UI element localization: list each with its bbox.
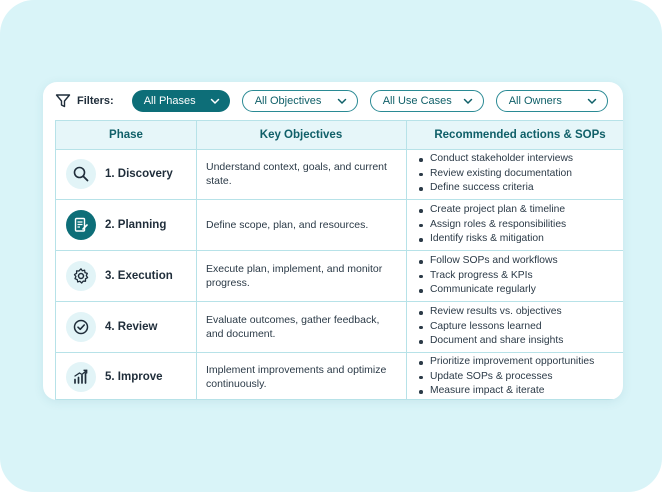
- phase-cell: 4. Review: [56, 302, 196, 352]
- actions-cell: Conduct stakeholder interviews Review ex…: [416, 149, 623, 199]
- objective-cell: Define scope, plan, and resources.: [206, 200, 396, 250]
- action-item: Track progress & KPIs: [416, 269, 558, 284]
- phase-cell: 3. Execution: [56, 251, 196, 301]
- actions-cell: Create project plan & timeline Assign ro…: [416, 200, 623, 250]
- action-item: Conduct stakeholder interviews: [416, 152, 573, 167]
- action-item: Create project plan & timeline: [416, 203, 566, 218]
- actions-list: Review results vs. objectives Capture le…: [416, 305, 563, 349]
- action-item: Review results vs. objectives: [416, 305, 563, 320]
- header-recommended-actions: Recommended actions & SOPs: [434, 129, 606, 141]
- filter-bar: Filters: All Phases All Objectives All U…: [55, 88, 620, 114]
- check-circle-icon: [66, 312, 96, 342]
- phase-cell: 5. Improve: [56, 353, 196, 400]
- actions-list: Create project plan & timeline Assign ro…: [416, 203, 566, 247]
- objective-cell: Evaluate outcomes, gather feedback, and …: [206, 302, 396, 352]
- filter-use-cases-dropdown[interactable]: All Use Cases: [369, 90, 484, 112]
- action-item: Assign roles & responsibilities: [416, 218, 566, 233]
- search-icon: [66, 159, 96, 189]
- action-item: Update SOPs & processes: [416, 370, 594, 385]
- actions-cell: Prioritize improvement opportunities Upd…: [416, 353, 623, 400]
- action-item: Capture lessons learned: [416, 320, 563, 335]
- objective-text: Understand context, goals, and current s…: [206, 161, 387, 187]
- objective-cell: Execute plan, implement, and monitor pro…: [206, 251, 396, 301]
- action-item: Identify risks & mitigation: [416, 232, 566, 247]
- filter-phases-label: All Phases: [143, 95, 196, 107]
- header-key-objectives: Key Objectives: [259, 129, 343, 141]
- phase-cell: 2. Planning: [56, 200, 196, 250]
- header-phase: Phase: [109, 129, 143, 141]
- phase-cell: 1. Discovery: [56, 149, 196, 199]
- phase-name: 1. Discovery: [105, 168, 173, 180]
- growth-chart-icon: [66, 362, 96, 392]
- gear-icon: [66, 261, 96, 291]
- actions-cell: Follow SOPs and workflows Track progress…: [416, 251, 623, 301]
- actions-list: Prioritize improvement opportunities Upd…: [416, 355, 594, 399]
- action-item: Measure impact & iterate: [416, 384, 594, 399]
- table-row[interactable]: 2. Planning Define scope, plan, and reso…: [56, 200, 623, 251]
- actions-cell: Review results vs. objectives Capture le…: [416, 302, 623, 352]
- objective-text: Define scope, plan, and resources.: [206, 219, 369, 231]
- filter-use-cases-label: All Use Cases: [382, 95, 452, 107]
- action-item: Follow SOPs and workflows: [416, 254, 558, 269]
- phase-name: 3. Execution: [105, 270, 173, 282]
- chevron-down-icon: [463, 98, 472, 105]
- phase-table: Phase Key Objectives Recommended actions…: [55, 120, 623, 400]
- filter-funnel-icon: [55, 94, 71, 108]
- actions-list: Conduct stakeholder interviews Review ex…: [416, 152, 573, 196]
- phase-table-card: Filters: All Phases All Objectives All U…: [43, 82, 623, 400]
- filter-objectives-dropdown[interactable]: All Objectives: [241, 90, 358, 112]
- objective-text: Implement improvements and optimize cont…: [206, 364, 387, 390]
- objective-text: Execute plan, implement, and monitor pro…: [206, 263, 383, 289]
- action-item: Document and share insights: [416, 334, 563, 349]
- objective-cell: Implement improvements and optimize cont…: [206, 353, 396, 400]
- table-row[interactable]: 5. Improve Implement improvements and op…: [56, 353, 623, 400]
- table-row[interactable]: 1. Discovery Understand context, goals, …: [56, 149, 623, 200]
- chevron-down-icon: [337, 98, 346, 105]
- actions-list: Follow SOPs and workflows Track progress…: [416, 254, 558, 298]
- filter-owners-dropdown[interactable]: All Owners: [495, 90, 608, 112]
- table-row[interactable]: 4. Review Evaluate outcomes, gather feed…: [56, 302, 623, 353]
- action-item: Review existing documentation: [416, 167, 573, 182]
- objective-cell: Understand context, goals, and current s…: [206, 149, 396, 199]
- filters-label: Filters:: [77, 95, 114, 107]
- action-item: Prioritize improvement opportunities: [416, 355, 594, 370]
- chevron-down-icon: [587, 98, 596, 105]
- phase-name: 5. Improve: [105, 371, 163, 383]
- filter-owners-label: All Owners: [508, 95, 562, 107]
- table-header: Phase Key Objectives Recommended actions…: [56, 121, 623, 150]
- table-row[interactable]: 3. Execution Execute plan, implement, an…: [56, 251, 623, 302]
- filter-objectives-label: All Objectives: [254, 95, 322, 107]
- action-item: Communicate regularly: [416, 283, 558, 298]
- chevron-down-icon: [210, 98, 219, 105]
- action-item: Define success criteria: [416, 181, 573, 196]
- objective-text: Evaluate outcomes, gather feedback, and …: [206, 314, 380, 340]
- filter-phases-dropdown[interactable]: All Phases: [131, 90, 230, 112]
- phase-name: 4. Review: [105, 321, 158, 333]
- plan-document-icon: [66, 210, 96, 240]
- phase-name: 2. Planning: [105, 219, 167, 231]
